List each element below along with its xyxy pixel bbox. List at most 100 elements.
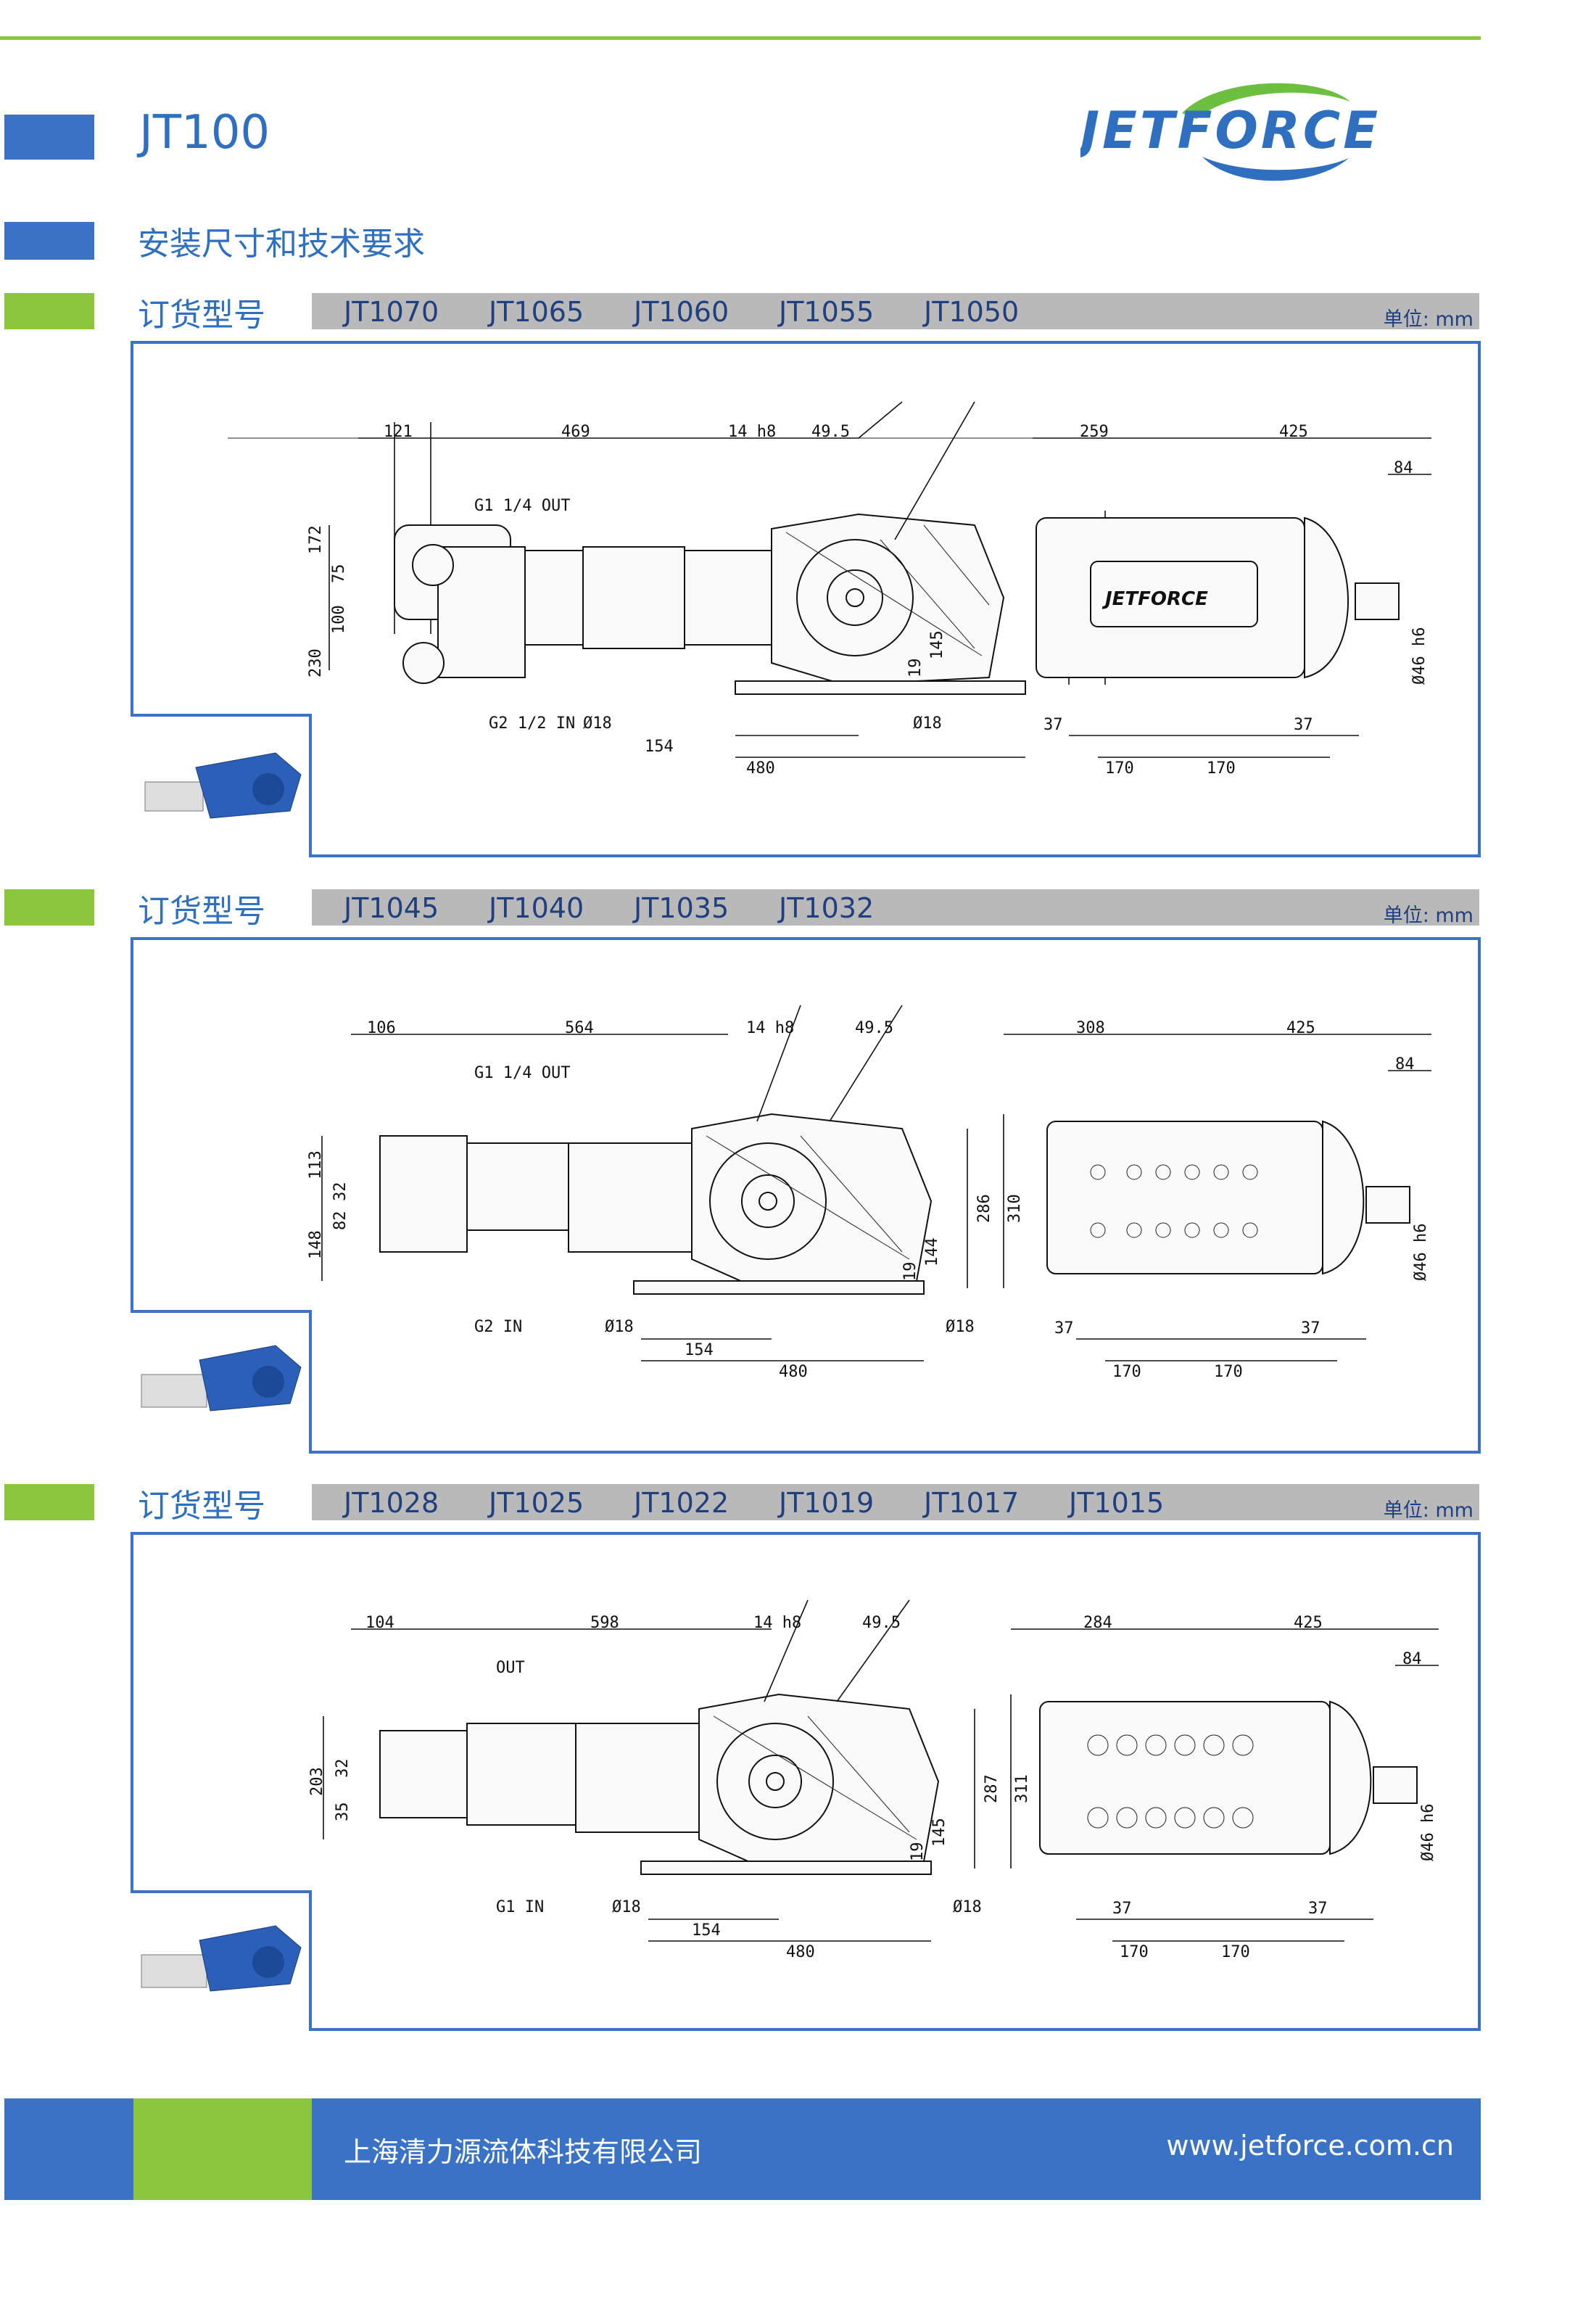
model-code: JT1019: [779, 1487, 875, 1519]
dim-label: 37: [1043, 716, 1063, 734]
dim-label: 35: [334, 1802, 352, 1822]
front-view: JETFORCE 259 425 84 37 170 170 37 Ø46 h6: [1033, 423, 1431, 778]
model-code: JT1065: [489, 296, 584, 328]
model-code: JT1015: [1069, 1487, 1165, 1519]
model-code: JT1055: [779, 296, 875, 328]
valve-row-bottom: [1087, 1807, 1254, 1829]
side-view: 104 598 14 h8 49.5 OUT G1 IN 203 32 35 2…: [308, 1599, 1031, 1961]
dim-label: 75: [330, 564, 348, 584]
dim-label: 32: [334, 1759, 352, 1779]
dim-label: 19: [906, 659, 925, 678]
port-label: G2 IN: [474, 1318, 522, 1336]
dim-label: 425: [1279, 423, 1308, 441]
dim-label: Ø46 h6: [1412, 1224, 1430, 1281]
section2-drawing-panel: 106 564 14 h8 49.5 G1 1/4 OUT G2 IN 113 …: [131, 937, 1481, 1454]
dim-label: 32: [331, 1182, 350, 1202]
dim-label: Ø18: [605, 1318, 634, 1336]
section3-drawing-panel: 104 598 14 h8 49.5 OUT G1 IN 203 32 35 2…: [131, 1532, 1481, 2031]
dim-label: 598: [590, 1614, 619, 1632]
port-label: G1 1/4 OUT: [474, 497, 570, 515]
dim-label: 286: [975, 1194, 993, 1223]
dim-label: Ø18: [953, 1898, 982, 1916]
dim-label: 425: [1286, 1019, 1315, 1037]
section2-pump-thumbnail: [131, 1310, 312, 1454]
dim-label: 287: [983, 1774, 1001, 1803]
company-name: 上海清力源流体科技有限公司: [344, 2136, 703, 2168]
dim-label: 19: [901, 1262, 919, 1282]
dim-label: 425: [1294, 1614, 1323, 1632]
dim-label: 154: [685, 1341, 714, 1359]
section1-model-bar: JT1070 JT1065 JT1060 JT1055 JT1050 单位: m…: [312, 293, 1479, 331]
dim-label: 308: [1076, 1019, 1105, 1037]
dim-label: 284: [1083, 1614, 1112, 1632]
dim-label: Ø18: [913, 714, 942, 733]
dim-label: 113: [307, 1150, 325, 1179]
dim-label: 84: [1395, 1055, 1415, 1074]
port-label: G1 1/4 OUT: [474, 1064, 570, 1082]
dim-label: 104: [365, 1614, 394, 1632]
dim-label: 311: [1013, 1774, 1031, 1803]
port-label: OUT: [496, 1659, 525, 1677]
dim-label: 49.5: [855, 1019, 893, 1037]
dim-label: 106: [367, 1019, 396, 1037]
logo-text: JETFORCE: [1080, 101, 1381, 160]
port-label: G2 1/2 IN: [489, 714, 575, 733]
header-accent-tab: [4, 115, 94, 160]
dim-label: 84: [1402, 1650, 1422, 1668]
dim-label: 172: [307, 525, 325, 554]
model-code: JT1070: [344, 296, 439, 328]
model-code: JT1050: [924, 296, 1020, 328]
model-code: JT1025: [489, 1487, 584, 1519]
dim-label: 170: [1112, 1363, 1141, 1381]
side-view: 121 469 14 h8 49.5 G1 1/4 OUT G2 1/2 IN …: [228, 401, 1124, 778]
section2-model-bar: JT1045 JT1040 JT1035 JT1032 单位: mm: [312, 889, 1479, 927]
unit-label: 单位: mm: [1383, 905, 1474, 927]
dim-label: 564: [565, 1019, 594, 1037]
section-title: 安装尺寸和技术要求: [138, 226, 425, 263]
dim-label: 170: [1221, 1943, 1250, 1961]
dim-label: 84: [1394, 459, 1413, 477]
dim-label: 37: [1112, 1900, 1132, 1918]
dim-label: 82: [331, 1211, 350, 1231]
dim-label: 19: [909, 1842, 927, 1862]
model-code: JT1035: [634, 892, 729, 924]
website-link[interactable]: www.jetforce.com.cn: [1166, 2130, 1454, 2162]
section1-drawing-panel: 121 469 14 h8 49.5 G1 1/4 OUT G2 1/2 IN …: [131, 341, 1481, 857]
section-accent-tab: [4, 222, 94, 260]
dim-label: 203: [308, 1767, 326, 1796]
unit-label: 单位: mm: [1383, 308, 1474, 331]
model-code: JT1017: [924, 1487, 1020, 1519]
section2-accent-tab: [4, 889, 94, 926]
bolt-row-bottom: [1090, 1222, 1258, 1238]
dim-label: 154: [692, 1921, 721, 1940]
bolt-row-top: [1090, 1164, 1258, 1180]
dim-label: 14 h8: [753, 1614, 801, 1632]
dim-label: 148: [307, 1230, 325, 1259]
dim-label: Ø18: [946, 1318, 975, 1336]
dim-label: 144: [923, 1237, 941, 1266]
section3-technical-drawing: 104 598 14 h8 49.5 OUT G1 IN 203 32 35 2…: [308, 1599, 1439, 1961]
valve-row-top: [1087, 1734, 1254, 1756]
dim-label: 230: [307, 648, 325, 677]
dim-label: Ø18: [583, 714, 612, 733]
dim-label: 480: [786, 1943, 815, 1961]
side-view: 106 564 14 h8 49.5 G1 1/4 OUT G2 IN 113 …: [307, 1005, 1024, 1381]
pump-brand-mark: JETFORCE: [1102, 588, 1208, 610]
section3-pump-thumbnail: [131, 1890, 312, 2031]
front-view: 284 425 84 37 170 170 37 Ø46 h6: [1011, 1614, 1439, 1961]
front-view: 308 425 84 37 170 170 37 Ø46 h6: [1004, 1019, 1431, 1381]
dim-label: 170: [1120, 1943, 1149, 1961]
dim-label: 145: [928, 630, 946, 659]
dim-label: Ø46 h6: [1410, 627, 1429, 685]
dim-label: 37: [1294, 716, 1313, 734]
footer-accent: [133, 2098, 312, 2200]
port-label: G1 IN: [496, 1898, 544, 1916]
section3-model-bar: JT1028 JT1025 JT1022 JT1019 JT1017 JT101…: [312, 1484, 1479, 1522]
section2-technical-drawing: 106 564 14 h8 49.5 G1 1/4 OUT G2 IN 113 …: [307, 1005, 1431, 1381]
model-code: JT1040: [489, 892, 584, 924]
dim-label: 170: [1214, 1363, 1243, 1381]
dim-label: 480: [746, 759, 775, 778]
dim-label: 14 h8: [728, 423, 776, 441]
dim-label: 100: [330, 605, 348, 634]
section2-order-label: 订货型号: [138, 893, 265, 930]
